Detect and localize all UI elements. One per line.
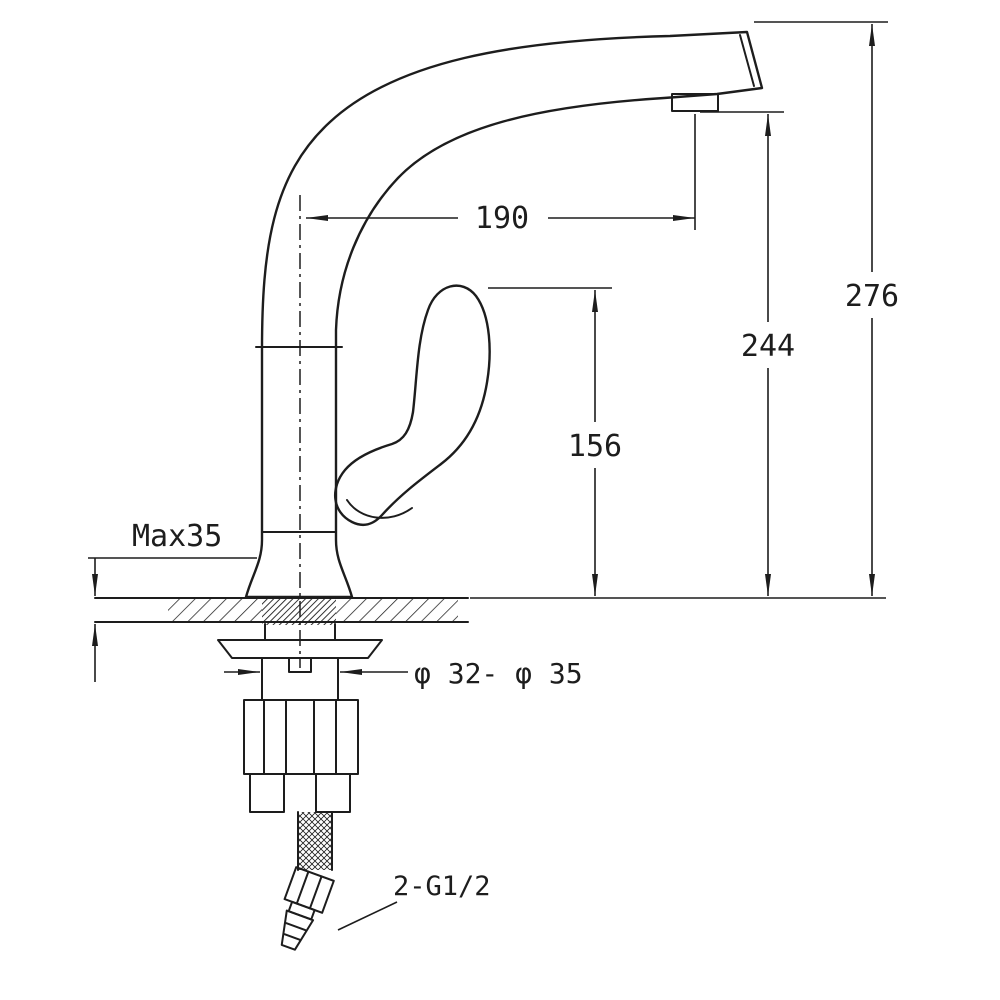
fitting-cone — [280, 909, 315, 951]
nut-tab-left — [249, 773, 285, 813]
dim-label-deck-thickness: Max35 — [132, 519, 222, 554]
aerator-outlet — [671, 93, 719, 112]
dim-label-spout-reach: 190 — [475, 201, 529, 236]
dimension-outlet-height: 244 — [700, 111, 795, 596]
dimension-spout-reach: 190 — [306, 114, 696, 236]
dim-label-overall-height: 276 — [845, 279, 899, 314]
counter-hatch-left — [168, 598, 262, 622]
spout-tip-edge — [739, 34, 755, 87]
dimension-overall-height: 276 — [754, 21, 899, 596]
dimension-hole-diameter: φ 32- φ 35 — [224, 657, 583, 690]
label-inlet-thread: 2-G1/2 — [337, 871, 491, 931]
mounting-stud — [288, 657, 312, 673]
dim-label-outlet-height: 244 — [741, 329, 795, 364]
threaded-shank-section — [262, 598, 336, 625]
mounting-hardware — [217, 623, 383, 813]
friction-washer — [217, 639, 383, 659]
handle-end-cap — [346, 499, 413, 519]
counter-hatch-right — [336, 598, 458, 622]
dim-label-handle-height: 156 — [568, 429, 622, 464]
hose-end-fitting — [280, 866, 335, 951]
dim-label-inlet-thread: 2-G1/2 — [393, 871, 491, 902]
faucet-handle — [333, 284, 491, 527]
faucet-spout-body — [244, 30, 764, 599]
dimension-handle-height: 156 — [488, 287, 622, 596]
counter-deck — [94, 597, 886, 625]
braided-hose — [298, 812, 332, 870]
supply-hose — [280, 811, 335, 951]
dim-label-hole-diameter: φ 32- φ 35 — [414, 657, 583, 690]
mounting-nut — [243, 699, 359, 775]
leader-line — [337, 901, 398, 931]
dimension-deck-thickness: Max35 — [88, 519, 257, 682]
